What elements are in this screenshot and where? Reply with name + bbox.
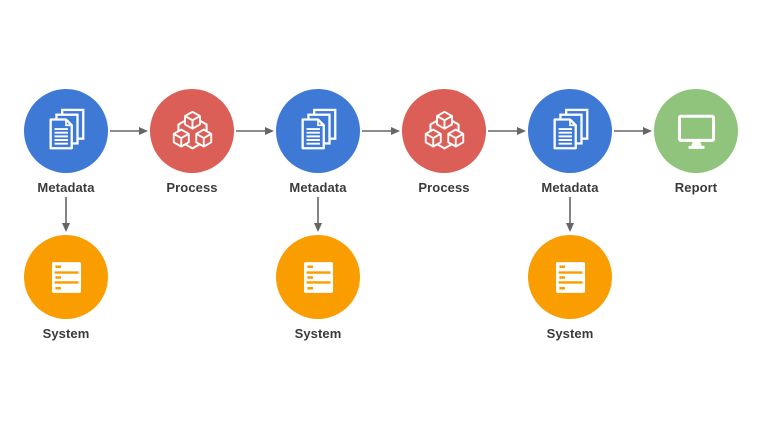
node-process-1: Process: [142, 89, 242, 195]
node-label: System: [42, 326, 90, 341]
metadata-circle: [528, 89, 612, 173]
node-label: System: [294, 326, 342, 341]
node-label: Metadata: [37, 180, 95, 195]
server-icon: [550, 257, 591, 298]
node-metadata-3: Metadata: [520, 89, 620, 195]
documents-icon: [43, 108, 89, 154]
system-circle: [276, 235, 360, 319]
system-circle: [24, 235, 108, 319]
node-system-3: System: [520, 235, 620, 341]
cubes-icon: [422, 109, 467, 154]
node-system-1: System: [16, 235, 116, 341]
documents-icon: [547, 108, 593, 154]
monitor-icon: [675, 110, 718, 153]
system-circle: [528, 235, 612, 319]
node-label: System: [546, 326, 594, 341]
node-label: Process: [166, 180, 218, 195]
documents-icon: [295, 108, 341, 154]
node-system-2: System: [268, 235, 368, 341]
metadata-circle: [276, 89, 360, 173]
node-metadata-2: Metadata: [268, 89, 368, 195]
server-icon: [46, 257, 87, 298]
node-label: Report: [674, 180, 718, 195]
server-icon: [298, 257, 339, 298]
node-report: Report: [646, 89, 746, 195]
cubes-icon: [170, 109, 215, 154]
report-circle: [654, 89, 738, 173]
process-circle: [150, 89, 234, 173]
node-metadata-1: Metadata: [16, 89, 116, 195]
node-process-2: Process: [394, 89, 494, 195]
process-circle: [402, 89, 486, 173]
node-label: Process: [418, 180, 470, 195]
node-label: Metadata: [541, 180, 599, 195]
metadata-circle: [24, 89, 108, 173]
node-label: Metadata: [289, 180, 347, 195]
